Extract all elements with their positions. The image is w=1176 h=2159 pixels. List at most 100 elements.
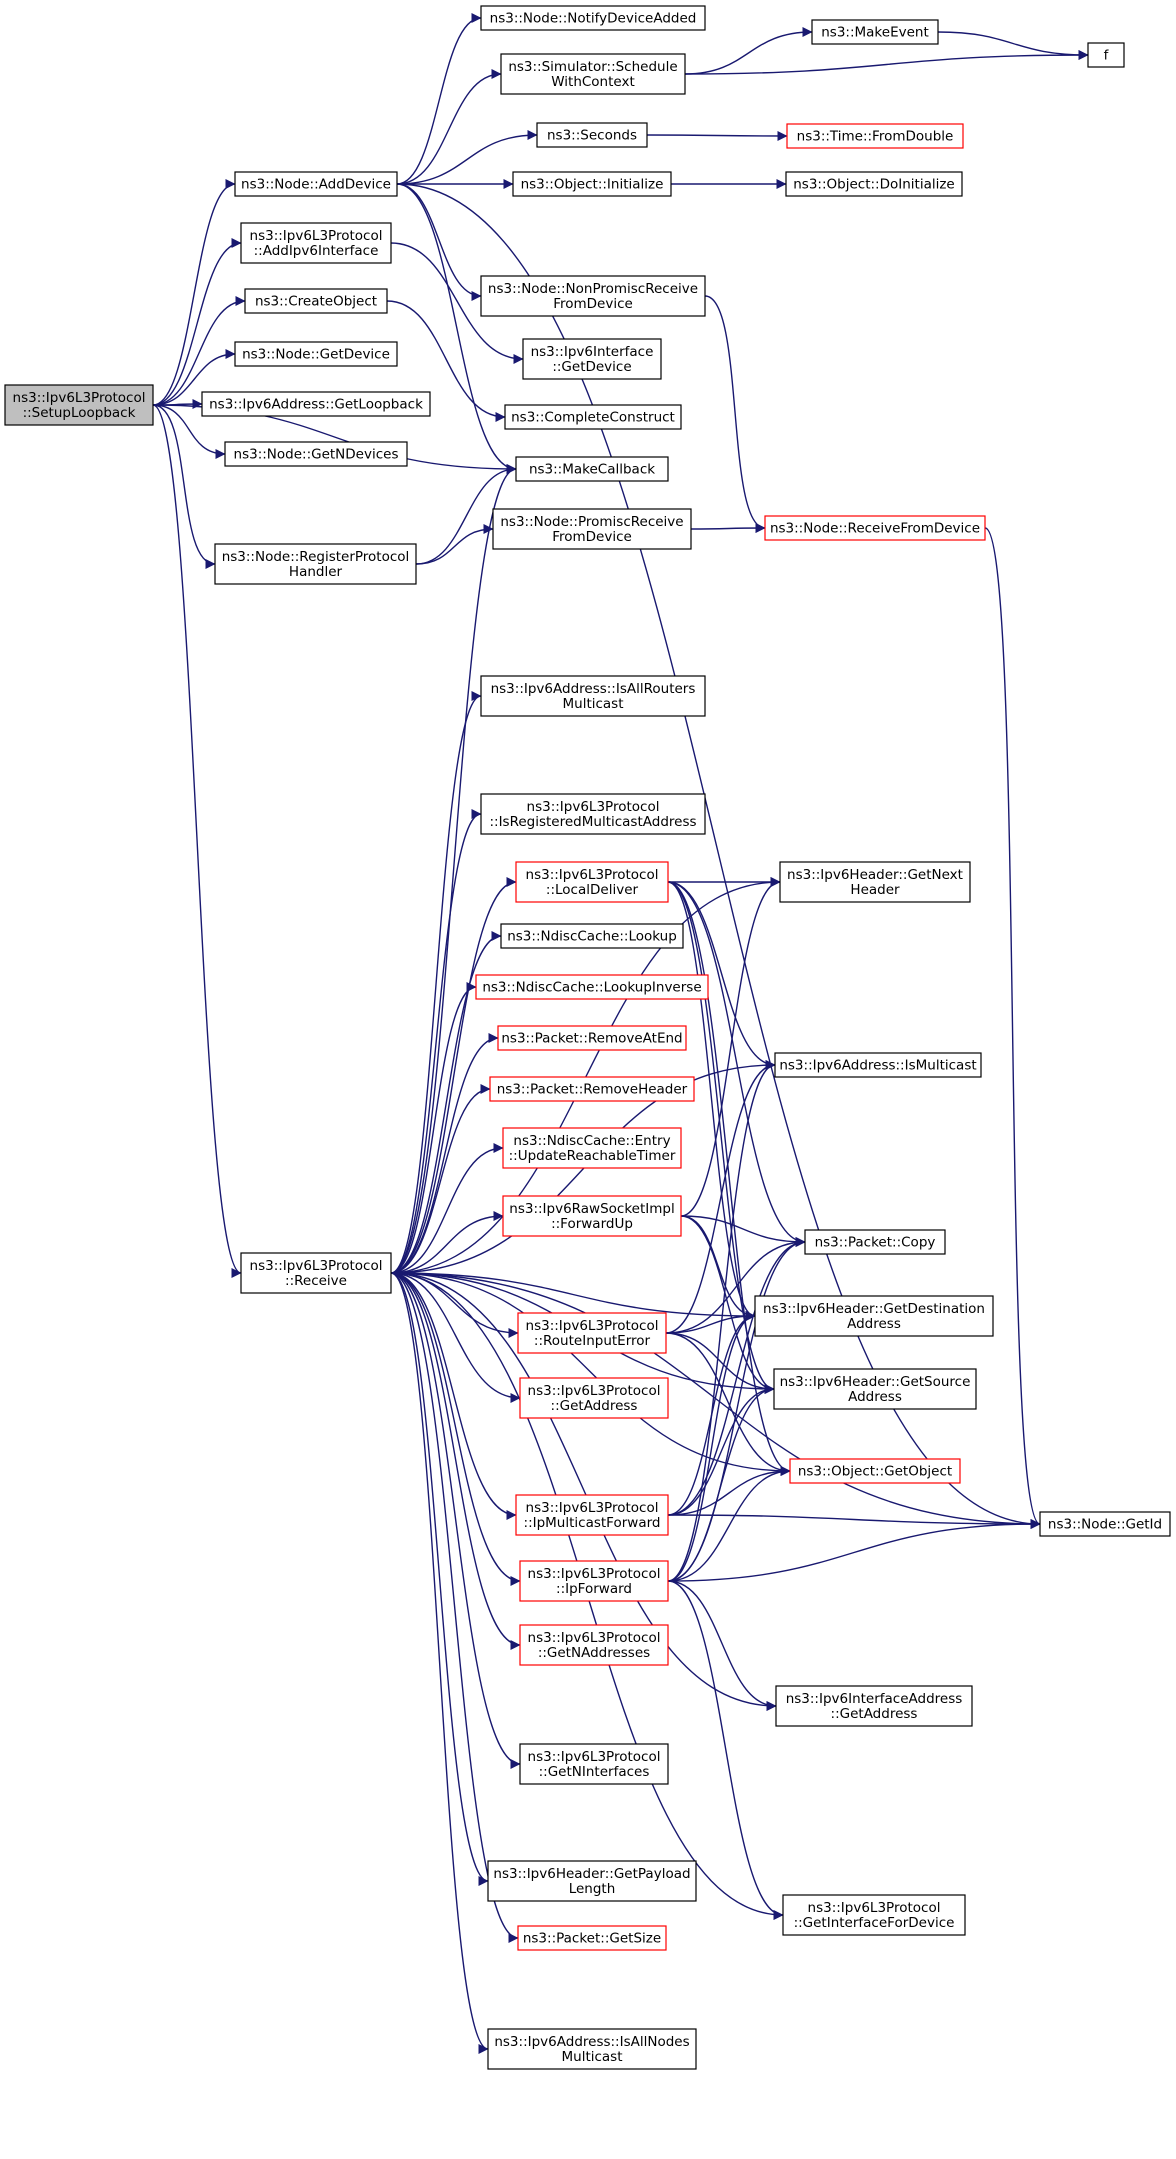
- node-label: ns3::Ipv6L3Protocol: [13, 390, 146, 406]
- node-create-object[interactable]: ns3::CreateObject: [244, 288, 388, 314]
- node-is-multicast[interactable]: ns3::Ipv6Address::IsMulticast: [774, 1052, 982, 1078]
- node-node-receive-from-device[interactable]: ns3::Node::ReceiveFromDevice: [764, 515, 986, 541]
- edge-add-device-to-schedule-with-context: [396, 69, 502, 185]
- node-receive[interactable]: ns3::Ipv6L3Protocol::Receive: [240, 1252, 392, 1294]
- node-get-interface-for-device[interactable]: ns3::Ipv6L3Protocol::GetInterfaceForDevi…: [782, 1894, 966, 1936]
- edge-setup-loopback-to-add-ipv6-interface: [152, 238, 242, 406]
- node-setup-loopback[interactable]: ns3::Ipv6L3Protocol::SetupLoopback: [4, 384, 154, 426]
- edge-setup-loopback-to-get-n-devices: [152, 404, 226, 459]
- node-node-get-id[interactable]: ns3::Node::GetId: [1039, 1511, 1171, 1537]
- edge-route-input-error-to-packet-copy: [665, 1237, 806, 1334]
- edge-schedule-with-context-to-f: [684, 50, 1089, 75]
- edge-route-input-error-to-get-source-address: [665, 1332, 775, 1394]
- node-object-do-initialize[interactable]: ns3::Object::DoInitialize: [785, 171, 963, 197]
- edge-add-device-to-node-get-id: [396, 183, 1041, 1529]
- node-label: ns3::Ipv6L3Protocol: [250, 1258, 383, 1274]
- node-add-ipv6-interface[interactable]: ns3::Ipv6L3Protocol::AddIpv6Interface: [240, 222, 392, 264]
- edge-receive-to-make-callback: [390, 464, 517, 1274]
- edge-receive-to-is-all-nodes-multicast: [390, 1272, 489, 2054]
- edge-receive-to-packet-get-size: [390, 1272, 519, 1943]
- node-packet-copy[interactable]: ns3::Packet::Copy: [804, 1229, 946, 1255]
- edge-ip-multicast-forward-to-packet-copy: [667, 1237, 806, 1516]
- node-label: ::ForwardUp: [551, 1216, 633, 1232]
- node-seconds[interactable]: ns3::Seconds: [536, 122, 648, 148]
- node-route-input-error[interactable]: ns3::Ipv6L3Protocol::RouteInputError: [517, 1312, 667, 1354]
- node-make-event[interactable]: ns3::MakeEvent: [811, 19, 939, 45]
- node-label: ns3::Ipv6L3Protocol: [526, 1318, 659, 1334]
- edge-local-deliver-to-packet-copy: [667, 881, 806, 1247]
- node-label: WithContext: [551, 74, 635, 90]
- node-get-n-interfaces[interactable]: ns3::Ipv6L3Protocol::GetNInterfaces: [519, 1743, 669, 1785]
- edge-make-event-to-f: [937, 31, 1089, 60]
- node-get-n-devices[interactable]: ns3::Node::GetNDevices: [224, 441, 408, 467]
- node-get-device[interactable]: ns3::Node::GetDevice: [234, 341, 398, 367]
- node-box: [764, 515, 986, 541]
- node-box: [201, 391, 431, 417]
- edge-setup-loopback-to-get-device: [152, 349, 236, 406]
- node-box: [1087, 42, 1125, 68]
- node-label: ns3::Packet::RemoveHeader: [497, 1082, 688, 1098]
- node-iface-address-get-address[interactable]: ns3::Ipv6InterfaceAddress::GetAddress: [775, 1685, 973, 1727]
- node-complete-construct[interactable]: ns3::CompleteConstruct: [504, 404, 682, 430]
- edge-receive-to-iface-address-get-address: [390, 1272, 777, 1711]
- edge-receive-to-local-deliver: [390, 877, 517, 1274]
- node-box: [504, 404, 682, 430]
- node-object-initialize[interactable]: ns3::Object::Initialize: [512, 171, 672, 197]
- edge-ip-multicast-forward-to-get-source-address: [667, 1384, 775, 1516]
- edge-receive-to-ip-multicast-forward: [390, 1272, 517, 1520]
- node-box: [4, 384, 154, 426]
- node-raw-socket-forward-up[interactable]: ns3::Ipv6RawSocketImpl::ForwardUp: [502, 1195, 682, 1237]
- node-get-n-addresses[interactable]: ns3::Ipv6L3Protocol::GetNAddresses: [519, 1624, 669, 1666]
- node-packet-get-size[interactable]: ns3::Packet::GetSize: [517, 1925, 667, 1951]
- node-label: ns3::CompleteConstruct: [511, 410, 675, 426]
- node-ipv6interface-get-device[interactable]: ns3::Ipv6Interface::GetDevice: [522, 338, 662, 380]
- node-l3-get-address[interactable]: ns3::Ipv6L3Protocol::GetAddress: [519, 1377, 669, 1419]
- node-f[interactable]: f: [1087, 42, 1125, 68]
- edge-nonpromisc-receive-to-node-receive-from-device: [704, 295, 766, 533]
- node-label: ns3::MakeEvent: [821, 25, 929, 41]
- node-box: [773, 1368, 977, 1410]
- node-label: ns3::Node::NonPromiscReceive: [488, 281, 698, 297]
- node-box: [782, 1894, 966, 1936]
- node-box: [502, 1127, 682, 1169]
- node-ndisc-lookup-inverse[interactable]: ns3::NdiscCache::LookupInverse: [475, 974, 709, 1000]
- node-box: [480, 675, 706, 717]
- node-get-loopback[interactable]: ns3::Ipv6Address::GetLoopback: [201, 391, 431, 417]
- node-label: ns3::Ipv6Address::IsAllRouters: [491, 681, 696, 697]
- node-ip-forward[interactable]: ns3::Ipv6L3Protocol::IpForward: [519, 1560, 669, 1602]
- node-label: ns3::Simulator::Schedule: [508, 59, 677, 75]
- node-is-registered-multicast[interactable]: ns3::Ipv6L3Protocol::IsRegisteredMultica…: [480, 793, 706, 835]
- node-object-get-object[interactable]: ns3::Object::GetObject: [789, 1458, 961, 1484]
- node-make-callback[interactable]: ns3::MakeCallback: [515, 456, 669, 482]
- edge-add-device-to-notify-device-added: [396, 13, 482, 185]
- node-ip-multicast-forward[interactable]: ns3::Ipv6L3Protocol::IpMulticastForward: [515, 1494, 669, 1536]
- node-add-device[interactable]: ns3::Node::AddDevice: [234, 171, 398, 197]
- node-packet-remove-at-end[interactable]: ns3::Packet::RemoveAtEnd: [497, 1025, 687, 1051]
- node-packet-remove-header[interactable]: ns3::Packet::RemoveHeader: [489, 1076, 695, 1102]
- node-ndisc-entry-update[interactable]: ns3::NdiscCache::Entry::UpdateReachableT…: [502, 1127, 682, 1169]
- edge-setup-loopback-to-create-object: [152, 296, 246, 406]
- node-label: ns3::Packet::GetSize: [523, 1931, 661, 1947]
- node-label: ::RouteInputError: [534, 1333, 651, 1349]
- edge-register-protocol-handler-to-make-callback: [415, 464, 517, 565]
- node-label: ns3::Ipv6Header::GetDestination: [763, 1301, 985, 1317]
- node-time-from-double[interactable]: ns3::Time::FromDouble: [786, 123, 964, 149]
- edge-ip-forward-to-iface-address-get-address: [667, 1580, 777, 1711]
- node-local-deliver[interactable]: ns3::Ipv6L3Protocol::LocalDeliver: [515, 861, 669, 903]
- node-notify-device-added[interactable]: ns3::Node::NotifyDeviceAdded: [480, 5, 706, 31]
- node-label: ::GetDevice: [552, 359, 631, 375]
- edge-seconds-to-time-from-double: [646, 130, 788, 141]
- node-box: [489, 1076, 695, 1102]
- edge-ip-forward-to-node-get-id: [667, 1519, 1041, 1582]
- node-ndisc-lookup[interactable]: ns3::NdiscCache::Lookup: [500, 923, 684, 949]
